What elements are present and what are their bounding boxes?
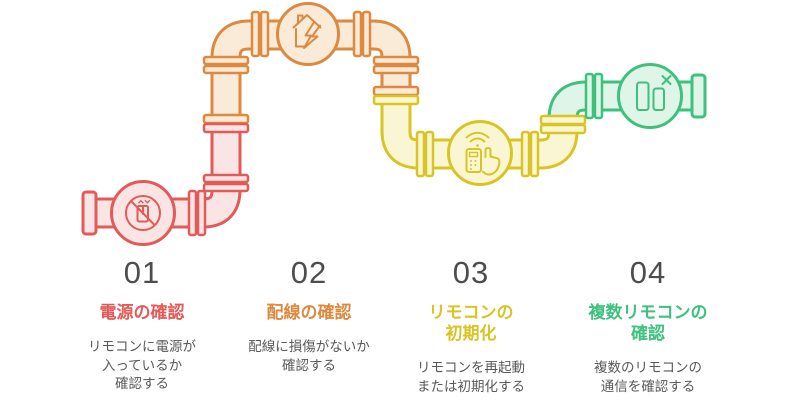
- pipe-joint-yellow-green: [539, 114, 587, 135]
- multiple-remotes-icon: [636, 75, 672, 111]
- pipe-flanges-green: [584, 72, 604, 120]
- step-3-title: リモコンの初期化: [428, 303, 514, 343]
- pipe-end-cap-right: [690, 73, 707, 119]
- step-2-column: 02 配線の確認 配線に損傷がないか確認する: [224, 256, 394, 375]
- step-3-description: リモコンを再起動または初期化する: [417, 360, 525, 394]
- pipe-flanges-yellow: [415, 130, 540, 178]
- step-2-title: 配線の確認: [266, 303, 352, 322]
- pipe-diagram: [81, 2, 707, 246]
- pipe-end-cap-left: [81, 190, 98, 236]
- pipe-flanges-orange: [202, 10, 420, 75]
- step-1-number: 01: [123, 255, 161, 290]
- remote-reset-icon: [465, 131, 501, 176]
- step-4-node-circle: [617, 63, 683, 129]
- pipe-joint-orange-yellow: [372, 85, 420, 106]
- remote-power-off-icon: [125, 195, 161, 231]
- step-2-number: 02: [290, 255, 328, 290]
- step-1-description: リモコンに電源が入っているか確認する: [88, 339, 196, 391]
- step-3-column: 03 リモコンの初期化 リモコンを再起動または初期化する: [386, 256, 556, 396]
- step-4-column: 04 複数リモコンの確認 複数のリモコンの通信を確認する: [563, 256, 733, 396]
- step-4-description: 複数のリモコンの通信を確認する: [594, 360, 702, 394]
- pipe-joint-red-orange: [202, 113, 250, 134]
- step-1-column: 01 電源の確認 リモコンに電源が入っているか確認する: [57, 256, 227, 394]
- step-2-description: 配線に損傷がないか確認する: [248, 339, 370, 373]
- step-3-number: 03: [452, 255, 490, 290]
- step-4-title: 複数リモコンの確認: [588, 303, 708, 343]
- step-2-node-circle: [276, 2, 340, 66]
- damaged-wiring-icon: [292, 14, 322, 49]
- step-4-number: 04: [629, 255, 667, 290]
- pipe-flanges-red: [187, 173, 250, 237]
- step-1-title: 電源の確認: [99, 303, 185, 322]
